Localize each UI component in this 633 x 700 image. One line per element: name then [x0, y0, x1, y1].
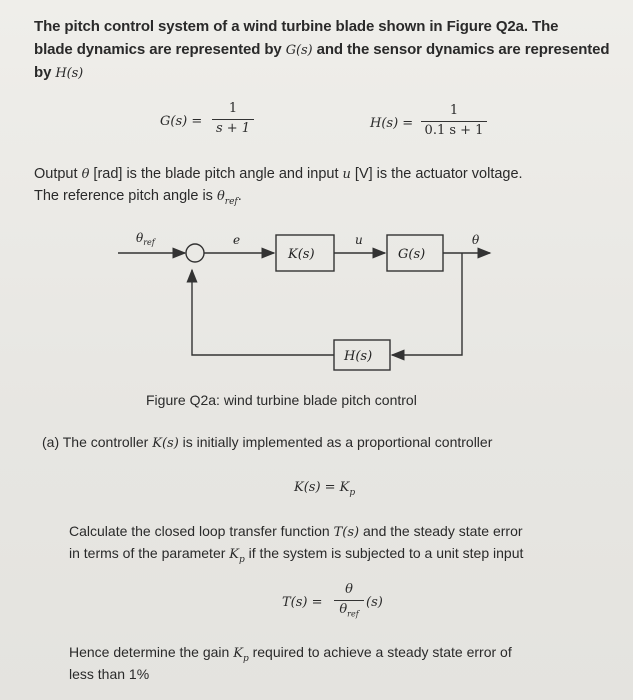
u-label: u [355, 233, 363, 247]
g-fraction: 1 s + 1 [212, 101, 254, 141]
calc-text-1b: and the steady state error [359, 523, 523, 539]
intro-text-2b: and the sensor dynamics are represented [312, 41, 610, 58]
g-equation-lhs: G(s) = [160, 114, 203, 129]
intro-text-1: The pitch control system of a wind turbi… [34, 18, 559, 35]
theta-symbol: θ [81, 167, 90, 182]
t-equation-rhs: (s) [366, 595, 383, 610]
h-denominator: 0.1 s + 1 [424, 123, 484, 138]
summing-junction [185, 243, 205, 263]
h-numerator: 1 [449, 103, 459, 118]
io-text-2-end: . [237, 188, 242, 204]
feedback-path-to-sum [186, 268, 334, 356]
hence-line-1: Hence determine the gain Kp required to … [69, 644, 512, 664]
intro-line-3: by H(s) [34, 64, 83, 81]
kp-subscript: p [239, 554, 245, 565]
theta-ref-symbol: θ [216, 189, 225, 204]
h-fraction: 1 0.1 s + 1 [421, 103, 487, 143]
io-text-2a: The reference pitch angle is [34, 188, 217, 204]
g-symbol: G(s) [285, 43, 313, 58]
t-numerator: θ [345, 582, 353, 597]
t-fraction-bar [334, 600, 364, 601]
kp-symbol: K [229, 547, 240, 562]
hence-text-1b: required to achieve a steady state error… [248, 644, 512, 660]
k-block-label: K(s) [287, 247, 315, 262]
block-diagram: θref e K(s) u G(s) θ H(s) [118, 231, 492, 371]
hence-text-1a: Hence determine the gain [69, 644, 234, 660]
io-text-1c: [V] is the actuator voltage. [350, 166, 523, 182]
h-fraction-bar [421, 121, 487, 122]
calc-text-2a: in terms of the parameter [69, 545, 230, 561]
h-block-label: H(s) [343, 349, 372, 364]
hence-line-2: less than 1% [69, 666, 150, 682]
part-a-line: (a) The controller K(s) is initially imp… [42, 434, 492, 451]
calc-text-1a: Calculate the closed loop transfer funct… [69, 523, 334, 539]
k-equation-subscript: p [349, 488, 356, 498]
io-text-1a: Output [34, 166, 82, 182]
part-a-text-b: is initially implemented as a proportion… [178, 434, 493, 450]
g-numerator: 1 [228, 101, 238, 116]
t-fraction: θ θref [334, 582, 364, 624]
output-label: θ [472, 233, 480, 247]
part-a-text-a: (a) The controller [42, 434, 153, 450]
k-symbol: K(s) [152, 436, 179, 451]
calc-line-1: Calculate the closed loop transfer funct… [69, 523, 523, 540]
intro-line-2: blade dynamics are represented by G(s) a… [34, 41, 610, 58]
error-label: e [233, 233, 240, 247]
hence-kp-symbol: K [233, 646, 243, 661]
intro-text-3a: by [34, 64, 56, 81]
calc-text-2b: if the system is subjected to a unit ste… [244, 545, 524, 561]
feedback-path-to-h [390, 253, 463, 361]
theta-ref-subscript: ref [224, 196, 238, 207]
h-symbol: H(s) [55, 66, 84, 81]
t-denominator: θref [339, 602, 359, 619]
u-symbol: u [342, 167, 351, 182]
g-denominator: s + 1 [215, 121, 251, 136]
calc-line-2: in terms of the parameter Kp if the syst… [69, 545, 523, 565]
intro-line-1: The pitch control system of a wind turbi… [34, 18, 559, 35]
g-fraction-bar [212, 119, 254, 120]
io-text-1b: [rad] is the blade pitch angle and input [89, 166, 343, 182]
figure-caption: Figure Q2a: wind turbine blade pitch con… [146, 392, 417, 408]
reference-label: θref [136, 231, 157, 247]
io-line-2: The reference pitch angle is θref. [34, 188, 242, 207]
h-equation-lhs: H(s) = [370, 116, 414, 131]
k-equation: K(s) = Kp [294, 478, 355, 498]
t-symbol: T(s) [333, 525, 360, 540]
intro-text-2a: blade dynamics are represented by [34, 41, 286, 58]
hence-kp-subscript: p [242, 653, 249, 664]
k-equation-text: K(s) = K [294, 480, 350, 495]
io-line-1: Output θ [rad] is the blade pitch angle … [34, 166, 523, 182]
g-block-label: G(s) [398, 247, 425, 262]
t-equation-lhs: T(s) = [282, 595, 323, 610]
